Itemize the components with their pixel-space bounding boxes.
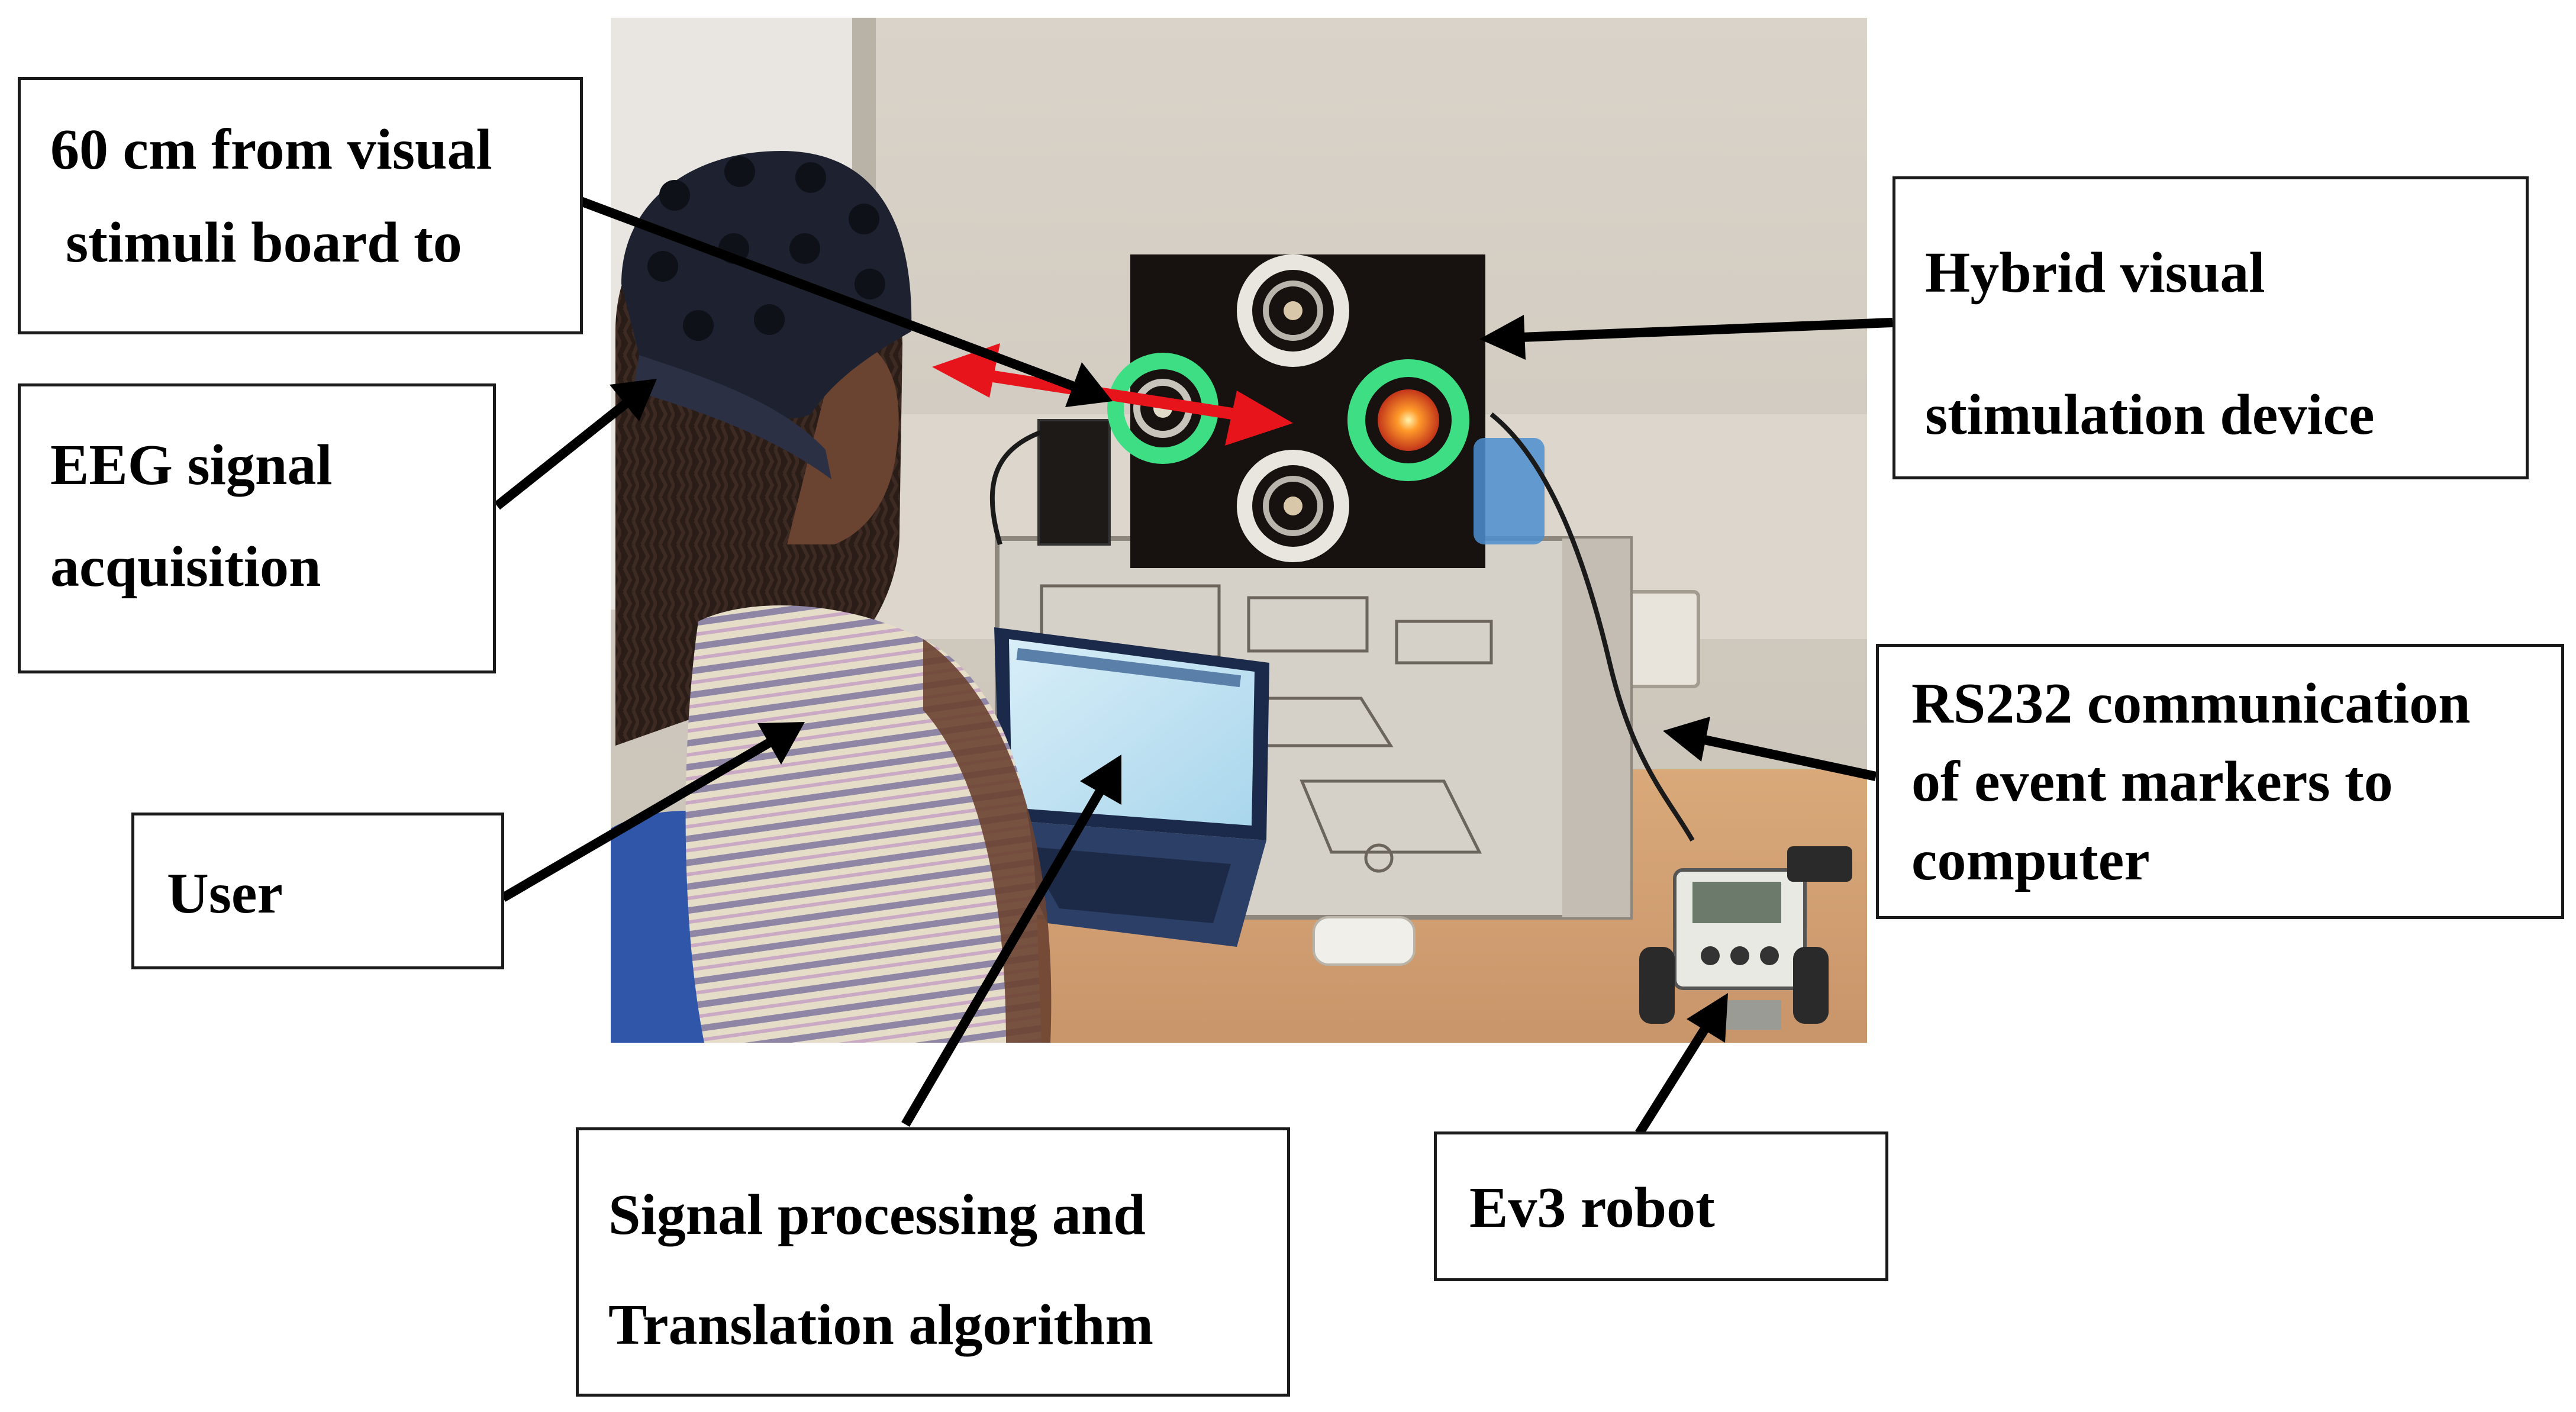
label-hybrid: Hybrid visual stimulation device xyxy=(1892,176,2529,479)
setup-photo xyxy=(611,18,1867,1043)
stimulation-board-photo xyxy=(1037,254,1485,568)
label-hybrid-line2: stimulation device xyxy=(1925,383,2375,447)
label-robot: Ev3 robot xyxy=(1434,1131,1888,1281)
label-user: User xyxy=(131,813,504,969)
user-photo xyxy=(615,151,1052,1043)
label-eeg-line1: EEG signal xyxy=(50,433,333,497)
arrow-robot-head xyxy=(1687,993,1728,1043)
label-rs232: RS232 communication of event markers to … xyxy=(1876,644,2564,919)
label-rs232-line2: of event markers to xyxy=(1911,750,2393,814)
label-hybrid-line1: Hybrid visual xyxy=(1925,241,2265,305)
label-signal-line1: Signal processing and xyxy=(608,1183,1146,1247)
arrow-signal xyxy=(901,787,1105,1127)
arrow-rs232 xyxy=(1703,735,1877,781)
ev3-robot-photo xyxy=(1639,846,1852,1030)
arrow-eeg xyxy=(494,398,630,510)
callout-arrows xyxy=(494,194,1893,1136)
eeg-cap xyxy=(621,151,912,419)
arrow-robot xyxy=(1635,1027,1708,1136)
label-robot-line1: Ev3 robot xyxy=(1469,1176,1715,1240)
label-eeg: EEG signal acquisition xyxy=(18,383,496,673)
label-signal-line2: Translation algorithm xyxy=(608,1293,1154,1358)
cable xyxy=(1489,412,1695,842)
arrow-distance-head xyxy=(1065,362,1113,407)
arrow-hybrid xyxy=(1520,318,1893,342)
label-user-line1: User xyxy=(167,862,283,926)
label-rs232-line3: computer xyxy=(1911,828,2150,892)
label-distance-line1: 60 cm from visual xyxy=(50,118,492,182)
arrow-hybrid-head xyxy=(1479,315,1526,360)
arrow-user xyxy=(500,739,772,902)
label-distance: 60 cm from visual stimuli board to xyxy=(18,77,583,334)
arrow-signal-head xyxy=(1080,755,1121,805)
label-eeg-line2: acquisition xyxy=(50,534,321,599)
arrow-rs232-head xyxy=(1663,717,1710,762)
arrow-distance xyxy=(571,194,1079,392)
arrow-eeg-head xyxy=(610,379,657,421)
label-signal: Signal processing and Translation algori… xyxy=(576,1127,1290,1397)
arrow-user-head xyxy=(757,722,805,765)
label-distance-line2: stimuli board to xyxy=(66,210,462,275)
label-rs232-line1: RS232 communication xyxy=(1911,672,2471,736)
